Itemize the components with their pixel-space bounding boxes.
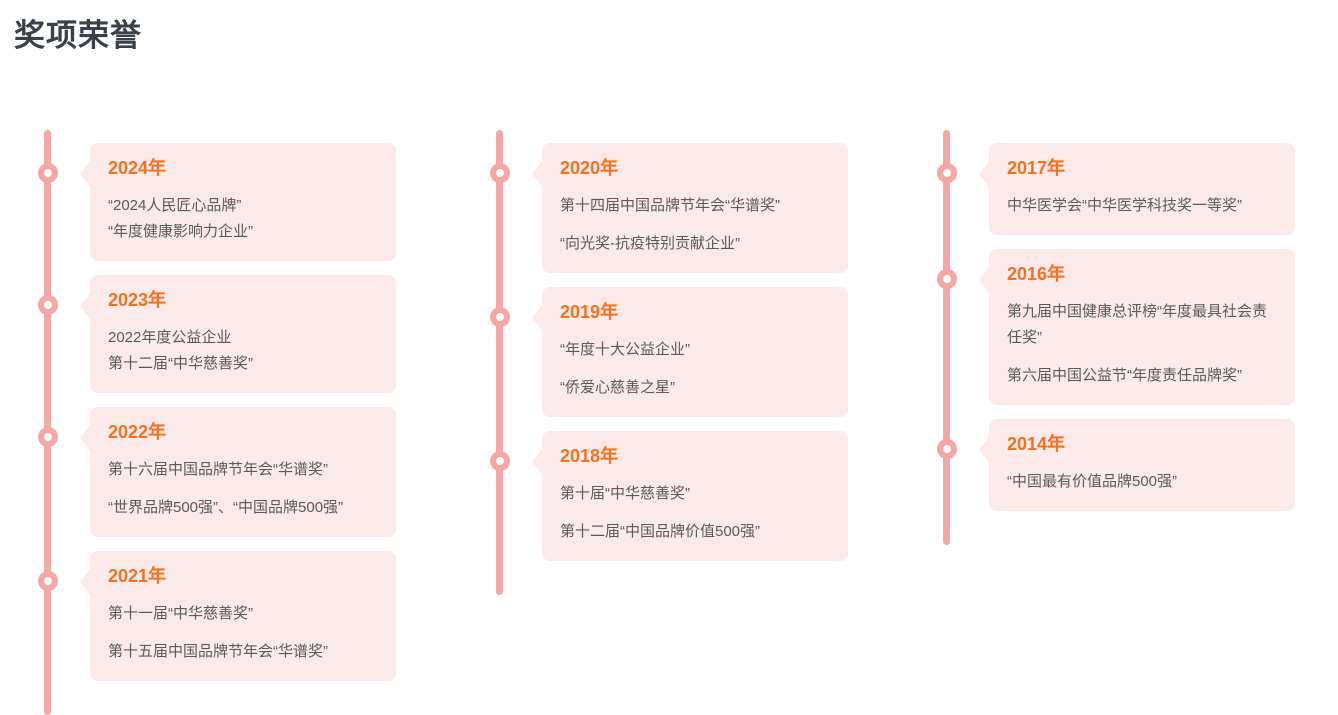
award-card: 2020年第十四届中国品牌节年会“华谱奖” “向光奖-抗疫特别贡献企业” bbox=[490, 143, 848, 273]
card-stack: 2020年第十四届中国品牌节年会“华谱奖” “向光奖-抗疫特别贡献企业” 2019年… bbox=[490, 130, 852, 561]
award-text: 第十四届中国品牌节年会“华谱奖” bbox=[560, 197, 780, 214]
award-text: “年度十大公益企业” bbox=[560, 341, 690, 358]
award-text: “向光奖-抗疫特别贡献企业” bbox=[560, 235, 740, 252]
award-text: 中华医学会“中华医学科技奖一等奖” bbox=[1007, 197, 1242, 214]
award-year: 2021年 bbox=[108, 566, 167, 586]
timeline-column: 2024年 “2024人民匠心品牌” “年度健康影响力企业” 2023年 2022年度… bbox=[38, 130, 400, 715]
award-year: 2019年 bbox=[560, 302, 619, 322]
card-stack: 2024年 “2024人民匠心品牌” “年度健康影响力企业” 2023年 2022年度… bbox=[38, 130, 400, 681]
timeline-node-icon bbox=[38, 163, 58, 183]
award-card: 2014年 “中国最有价值品牌500强” bbox=[937, 419, 1295, 511]
timeline-node-icon bbox=[937, 439, 957, 459]
timeline-rail bbox=[943, 130, 950, 545]
award-card: 2021年第十一届“中华慈善奖” 第十五届中国品牌节年会“华谱奖” bbox=[38, 551, 396, 681]
timeline-node-icon bbox=[937, 163, 957, 183]
timeline-node-icon bbox=[490, 307, 510, 327]
award-text: 第十一届“中华慈善奖” bbox=[108, 605, 253, 622]
award-card: 2016年第九届中国健康总评榜“年度最具社会责任奖” 第六届中国公益节“年度责任品… bbox=[937, 249, 1295, 405]
award-text: 2022年度公益企业 第十二届“中华慈善奖” bbox=[108, 329, 253, 372]
award-year: 2016年 bbox=[1007, 264, 1066, 284]
timeline-node-icon bbox=[38, 427, 58, 447]
award-text: 第六届中国公益节“年度责任品牌奖” bbox=[1007, 367, 1242, 384]
award-text: 第十二届“中国品牌价值500强” bbox=[560, 523, 761, 540]
award-year: 2022年 bbox=[108, 422, 167, 442]
award-card: 2017年中华医学会“中华医学科技奖一等奖” bbox=[937, 143, 1295, 235]
award-year: 2023年 bbox=[108, 290, 167, 310]
award-year: 2024年 bbox=[108, 158, 167, 178]
timeline-column: 2017年中华医学会“中华医学科技奖一等奖” 2016年第九届中国健康总评榜“年度… bbox=[937, 130, 1299, 545]
timeline-node-icon bbox=[38, 571, 58, 591]
award-card: 2019年 “年度十大公益企业” “侨爱心慈善之星” bbox=[490, 287, 848, 417]
page-title: 奖项荣誉 bbox=[14, 18, 142, 53]
award-text: “世界品牌500强”、“中国品牌500强” bbox=[108, 499, 344, 516]
award-text: 第九届中国健康总评榜“年度最具社会责任奖” bbox=[1007, 303, 1267, 346]
award-text: “中国最有价值品牌500强” bbox=[1007, 473, 1178, 490]
timeline-node-icon bbox=[937, 269, 957, 289]
award-year: 2020年 bbox=[560, 158, 619, 178]
timeline-node-icon bbox=[490, 163, 510, 183]
award-card: 2024年 “2024人民匠心品牌” “年度健康影响力企业” bbox=[38, 143, 396, 261]
timeline-node-icon bbox=[490, 451, 510, 471]
award-year: 2018年 bbox=[560, 446, 619, 466]
award-text: 第十五届中国品牌节年会“华谱奖” bbox=[108, 643, 328, 660]
timeline-rail bbox=[44, 130, 51, 715]
award-card: 2022年第十六届中国品牌节年会“华谱奖” “世界品牌500强”、“中国品牌500… bbox=[38, 407, 396, 537]
award-year: 2014年 bbox=[1007, 434, 1066, 454]
award-text: “2024人民匠心品牌” “年度健康影响力企业” bbox=[108, 197, 253, 240]
award-text: 第十届“中华慈善奖” bbox=[560, 485, 690, 502]
award-card: 2023年 2022年度公益企业 第十二届“中华慈善奖” bbox=[38, 275, 396, 393]
timeline-column: 2020年第十四届中国品牌节年会“华谱奖” “向光奖-抗疫特别贡献企业” 2019年… bbox=[490, 130, 852, 595]
timeline-rail bbox=[496, 130, 503, 595]
award-card: 2018年第十届“中华慈善奖” 第十二届“中国品牌价值500强” bbox=[490, 431, 848, 561]
card-stack: 2017年中华医学会“中华医学科技奖一等奖” 2016年第九届中国健康总评榜“年度… bbox=[937, 130, 1299, 511]
award-year: 2017年 bbox=[1007, 158, 1066, 178]
timeline-node-icon bbox=[38, 295, 58, 315]
award-text: 第十六届中国品牌节年会“华谱奖” bbox=[108, 461, 328, 478]
award-text: “侨爱心慈善之星” bbox=[560, 379, 675, 396]
